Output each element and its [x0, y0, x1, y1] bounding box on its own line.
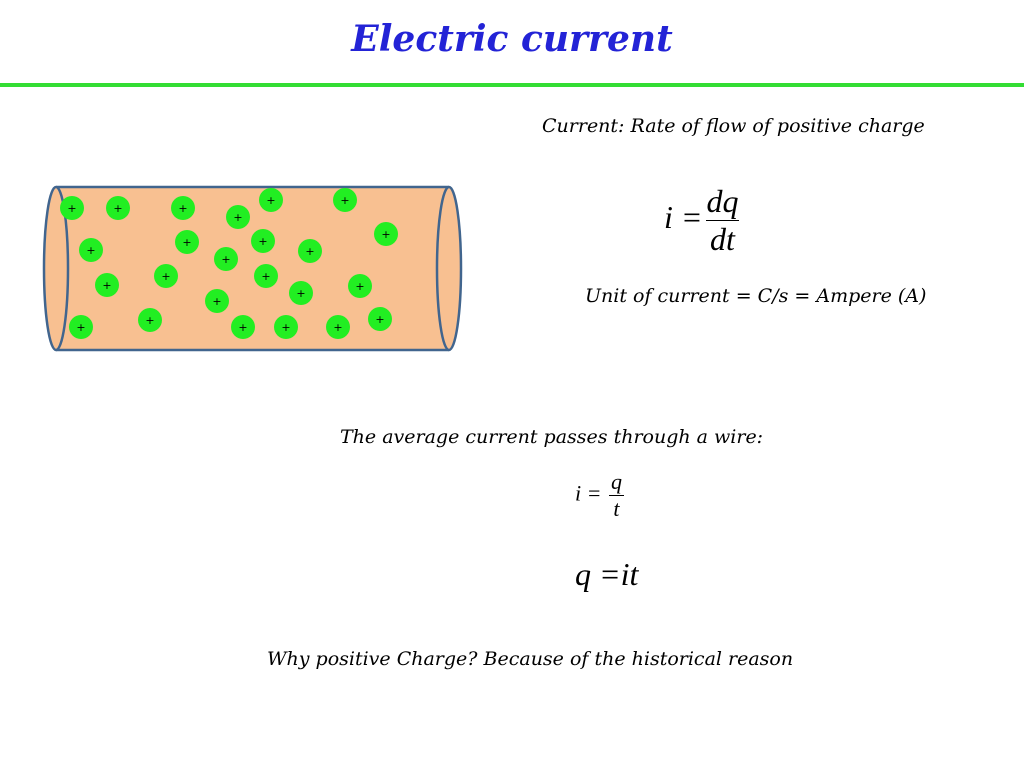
equation-q-equals-it: q =it	[575, 556, 639, 592]
slide-title: Electric current	[351, 18, 673, 60]
positive-charge	[226, 205, 250, 229]
positive-charge	[106, 196, 130, 220]
plus-sign: +	[281, 321, 290, 334]
positive-charge	[259, 188, 283, 212]
why-positive-charge-text: Why positive Charge? Because of the hist…	[267, 648, 794, 670]
plus-sign: +	[178, 202, 187, 215]
plus-sign: +	[145, 314, 154, 327]
plus-sign: +	[102, 279, 111, 292]
plus-sign: +	[113, 202, 122, 215]
plus-sign: +	[296, 287, 305, 300]
plus-sign: +	[161, 270, 170, 283]
positive-charge	[348, 274, 372, 298]
plus-sign: +	[266, 194, 275, 207]
current-definition: Current: Rate of flow of positive charge	[542, 115, 925, 137]
fraction-numerator: q	[610, 469, 622, 494]
equation-lhs: i =	[664, 198, 703, 235]
plus-sign: +	[375, 313, 384, 326]
equation-q-over-t: i = q t	[575, 469, 626, 522]
positive-charge	[251, 229, 275, 253]
positive-charge	[214, 247, 238, 271]
fraction-denominator: dt	[706, 220, 739, 258]
positive-charge	[79, 238, 103, 262]
positive-charge	[95, 273, 119, 297]
plus-sign: +	[67, 202, 76, 215]
positive-charge	[138, 308, 162, 332]
plus-sign: +	[333, 321, 342, 334]
unit-of-current-text: Unit of current = C/s = Ampere (A)	[585, 285, 927, 307]
plus-sign: +	[381, 228, 390, 241]
equation-di-dt: i = dq dt	[664, 183, 742, 258]
positive-charge	[171, 196, 195, 220]
positive-charge	[289, 281, 313, 305]
positive-charge	[374, 222, 398, 246]
positive-charge	[205, 289, 229, 313]
plus-sign: +	[261, 270, 270, 283]
plus-sign: +	[76, 321, 85, 334]
fraction-numerator: dq	[706, 183, 739, 219]
positive-charge	[298, 239, 322, 263]
equation-lhs: i =	[575, 480, 602, 506]
plus-sign: +	[86, 244, 95, 257]
plus-sign: +	[212, 295, 221, 308]
positive-charge	[231, 315, 255, 339]
plus-sign: +	[182, 236, 191, 249]
fraction: dq dt	[702, 183, 742, 258]
fraction-denominator: t	[609, 495, 624, 522]
plus-sign: +	[355, 280, 364, 293]
wire-left-end	[42, 185, 70, 352]
positive-charge	[368, 307, 392, 331]
average-current-text: The average current passes through a wir…	[340, 426, 764, 448]
positive-charge	[254, 264, 278, 288]
wire-right-end	[435, 185, 463, 352]
title-divider	[0, 83, 1024, 87]
plus-sign: +	[258, 235, 267, 248]
plus-sign: +	[233, 211, 242, 224]
positive-charge	[60, 196, 84, 220]
positive-charge	[333, 188, 357, 212]
fraction: q t	[607, 469, 626, 522]
positive-charge	[154, 264, 178, 288]
positive-charge	[274, 315, 298, 339]
plus-sign: +	[238, 321, 247, 334]
plus-sign: +	[340, 194, 349, 207]
plus-sign: +	[305, 245, 314, 258]
positive-charge	[175, 230, 199, 254]
plus-sign: +	[221, 253, 230, 266]
positive-charge	[69, 315, 93, 339]
positive-charge	[326, 315, 350, 339]
